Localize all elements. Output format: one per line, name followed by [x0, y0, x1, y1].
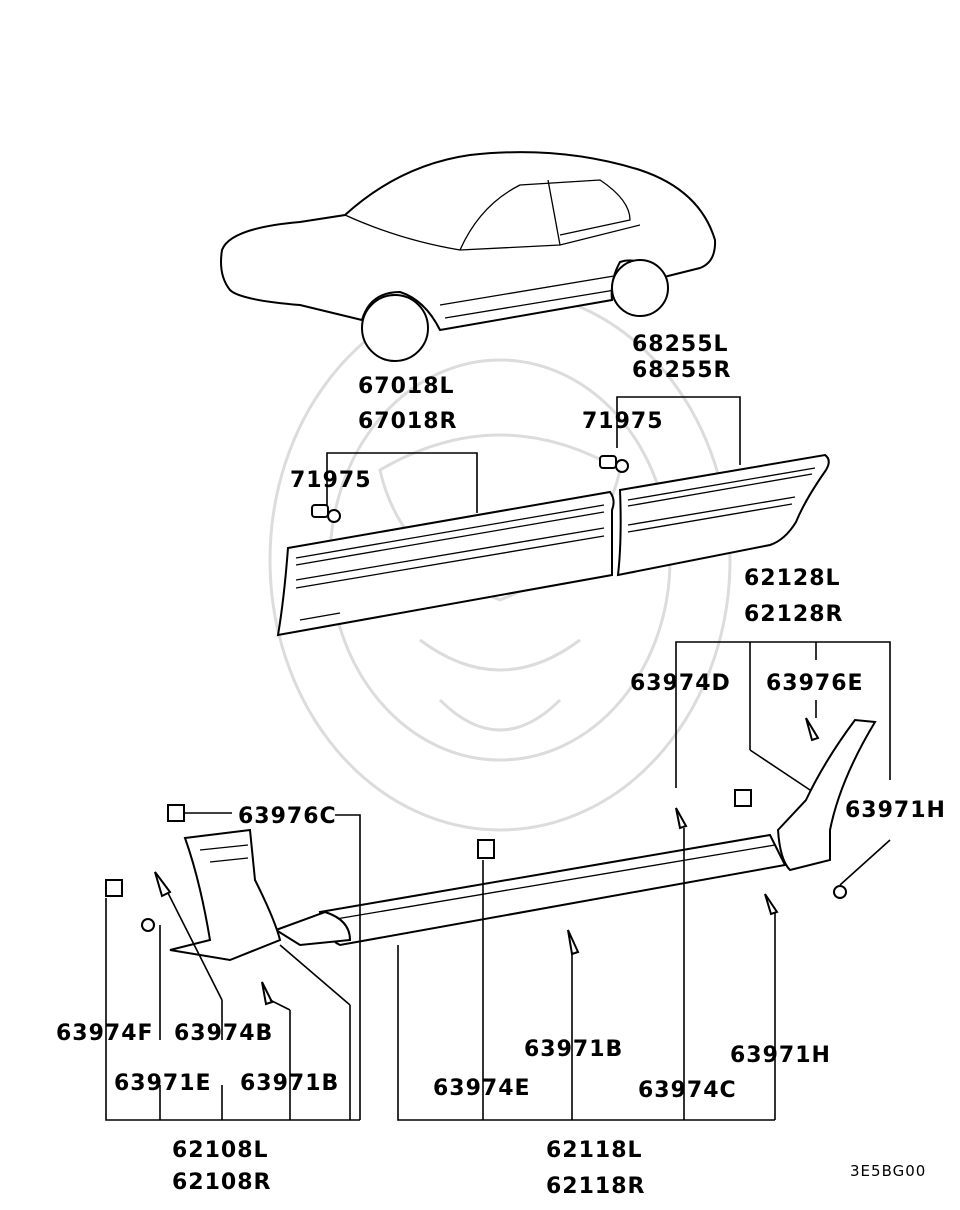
clip-71975-rear: [599, 455, 629, 473]
label-63974B: 63974B: [174, 1021, 273, 1046]
label-63971E: 63971E: [114, 1071, 212, 1096]
car-outline: [220, 151, 717, 362]
label-63974E: 63974E: [433, 1076, 531, 1101]
label-sill-front-l: 62108L: [172, 1138, 269, 1163]
label-sill-front-r: 62108R: [172, 1170, 271, 1195]
fastener-icons: [105, 717, 847, 1006]
label-sill-rear-ext-l: 62128L: [744, 566, 841, 591]
clip-71975-front: [311, 504, 341, 523]
label-sill-rear-ext-r: 62128R: [744, 602, 843, 627]
rear-sill-extension: [776, 718, 877, 872]
label-sill-main-l: 62118L: [546, 1138, 643, 1163]
label-63971B-left: 63971B: [240, 1071, 339, 1096]
label-clip-front: 71975: [290, 468, 372, 493]
label-63974C: 63974C: [638, 1078, 737, 1103]
label-63976C: 63976C: [238, 804, 337, 829]
diagram-code: 3E5BG00: [850, 1162, 926, 1180]
label-sill-main-r: 62118R: [546, 1174, 645, 1199]
part-labels: 67018L 67018R 68255L 68255R 71975 71975 …: [56, 332, 946, 1199]
label-door-front-l: 67018L: [358, 374, 455, 399]
label-63976E: 63976E: [766, 671, 864, 696]
label-door-rear-r: 68255R: [632, 358, 731, 383]
label-door-front-r: 67018R: [358, 409, 457, 434]
label-door-rear-l: 68255L: [632, 332, 729, 357]
main-side-sill: [273, 833, 787, 947]
front-door-molding: [276, 490, 615, 637]
label-clip-rear: 71975: [582, 409, 664, 434]
label-63971B-mid: 63971B: [524, 1037, 623, 1062]
label-63971H-top: 63971H: [845, 798, 946, 823]
front-sill-extension: [169, 828, 282, 962]
leader-lines: [105, 396, 891, 1121]
label-63974D: 63974D: [630, 671, 731, 696]
label-63971H-bot: 63971H: [730, 1043, 831, 1068]
rear-door-molding: [616, 453, 830, 577]
label-63974F: 63974F: [56, 1021, 154, 1046]
